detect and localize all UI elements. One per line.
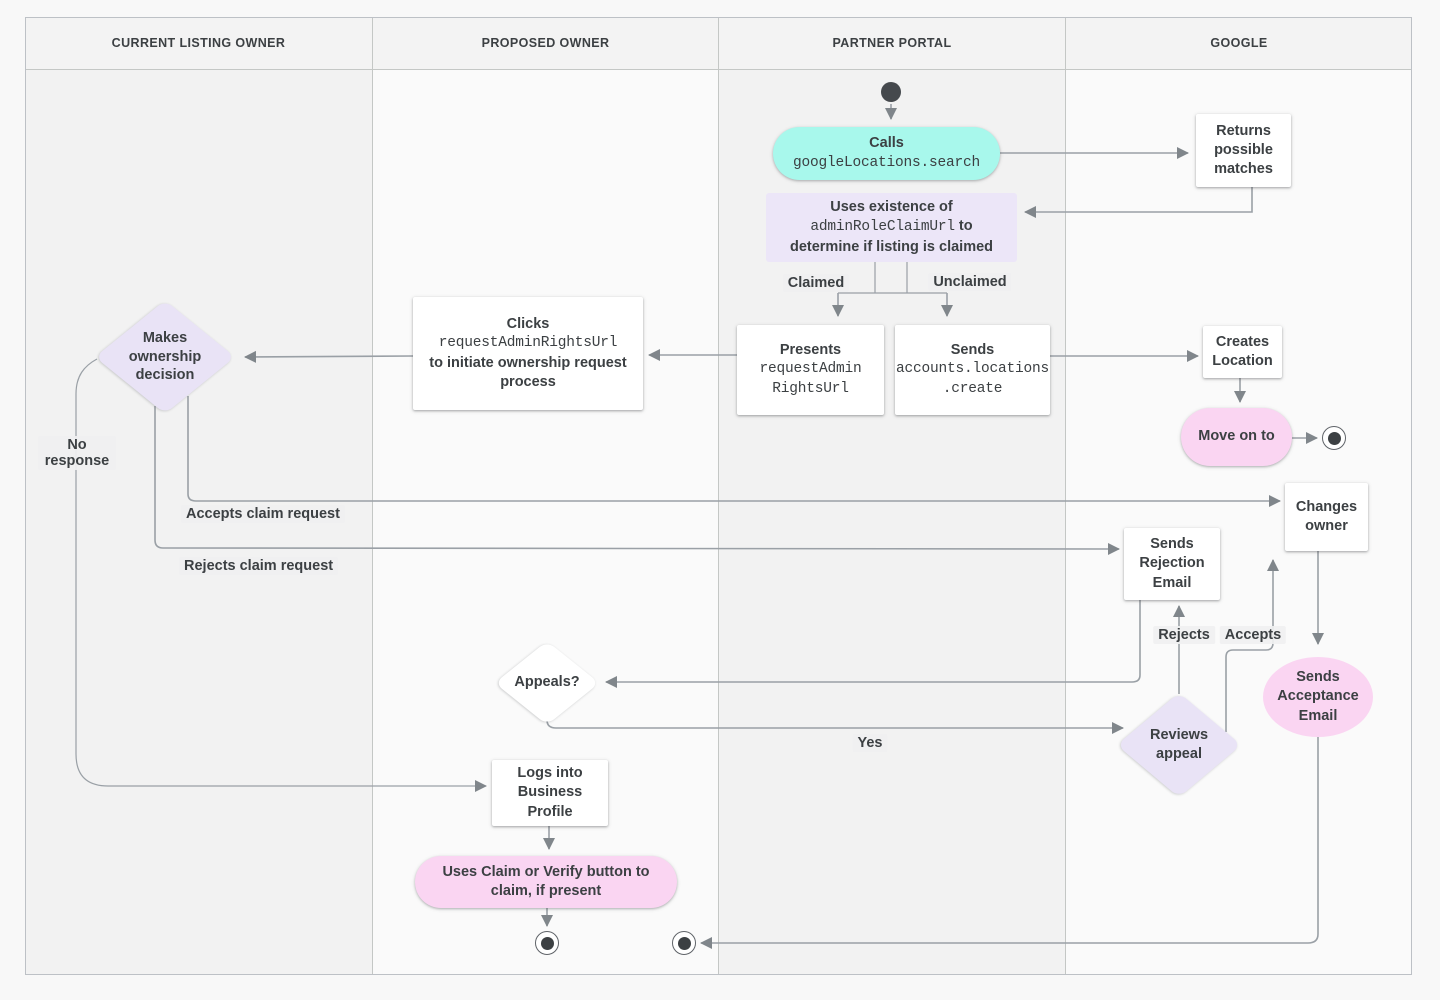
end-node [1322,426,1346,450]
node-changes-owner: Changes owner [1285,483,1368,551]
end-node [535,931,559,955]
node-move-on-to: Move on to [1181,408,1292,466]
lane-header-proposed-owner: PROPOSED OWNER [373,17,719,70]
node-clicks-requestadminrightsurl: Clicks requestAdminRightsUrl to initiate… [413,297,643,410]
start-node [881,82,901,102]
node-line: to initiate ownership request process [429,354,627,390]
node-text: Makes ownership decision [128,329,202,384]
node-uses-claim-or-verify: Uses Claim or Verify button to claim, if… [415,856,677,908]
node-makes-ownership-decision: Makes ownership decision [94,300,236,414]
lane-header-label: CURRENT LISTING OWNER [111,36,286,50]
edge-label-accepts: Accepts [1219,626,1287,644]
node-text: Reviews appeal [1149,727,1209,762]
node-text: Logs into Business Profile [517,765,583,820]
node-text: Appeals? [514,674,580,691]
edge-label-yes: Yes [852,734,888,752]
node-presents-requestadminrightsurl: Presents requestAdmin RightsUrl [737,325,884,415]
edge-label-rejects: Rejects [1153,626,1215,644]
node-sends-acceptance-email: Sends Acceptance Email [1263,657,1373,737]
node-logs-into-business-profile: Logs into Business Profile [492,760,608,826]
node-code: requestAdminRightsUrl [438,335,618,352]
node-text: Sends Acceptance Email [1277,669,1359,724]
end-node-dot [540,936,554,950]
lane-header-label: GOOGLE [1210,36,1268,50]
node-text: Changes owner [1295,498,1358,534]
node-text: Creates Location [1212,333,1273,369]
edge-label-no-response: No response [38,436,116,470]
lane-header-partner-portal: PARTNER PORTAL [719,17,1066,70]
node-code: requestAdmin [759,361,862,378]
node-code: googleLocations.search [792,154,981,171]
node-code: .create [942,380,1003,397]
node-returns-possible-matches: Returns possible matches [1196,114,1291,187]
node-title: Sends [950,342,995,359]
node-calls-googlelocations-search: Calls googleLocations.search [773,127,1000,180]
lane-header-google: GOOGLE [1066,17,1412,70]
node-code: RightsUrl [772,380,849,397]
node-creates-location: Creates Location [1203,326,1282,378]
end-node-dot [1327,431,1341,445]
node-text: Uses Claim or Verify button to claim, if… [442,863,650,899]
node-title: Presents [779,342,842,359]
lane-header-label: PROPOSED OWNER [481,36,610,50]
node-line: to [954,218,973,235]
end-node-dot [677,936,691,950]
diagram-frame [25,17,1412,975]
edge-label-claimed: Claimed [782,274,850,292]
node-uses-existence: Uses existence of adminRoleClaimUrl to d… [766,193,1017,262]
node-line: determine if listing is claimed [789,238,994,255]
node-code: adminRoleClaimUrl [810,219,955,236]
node-sends-rejection-email: Sends Rejection Email [1124,528,1220,600]
node-code: accounts.locations [895,361,1050,378]
edge-label-rejects-claim-request: Rejects claim request [179,557,339,575]
node-text: Move on to [1198,428,1275,445]
lane-header-current-listing-owner: CURRENT LISTING OWNER [25,17,373,70]
node-line: Uses existence of [830,199,953,216]
node-title: Calls [869,135,904,152]
node-sends-accounts-locations-create: Sends accounts.locations .create [895,325,1050,415]
edge-label-unclaimed: Unclaimed [928,273,1012,291]
node-text: Sends Rejection Email [1139,536,1205,591]
lane-header-label: PARTNER PORTAL [832,36,952,50]
node-line: adminRoleClaimUrl to [810,217,972,237]
node-text: Returns possible matches [1214,122,1273,178]
end-node [672,931,696,955]
node-reviews-appeal: Reviews appeal [1116,692,1242,798]
node-title: Clicks [506,316,550,333]
edge-label-accepts-claim-request: Accepts claim request [181,505,345,523]
node-appeals-decision: Appeals? [494,640,600,725]
